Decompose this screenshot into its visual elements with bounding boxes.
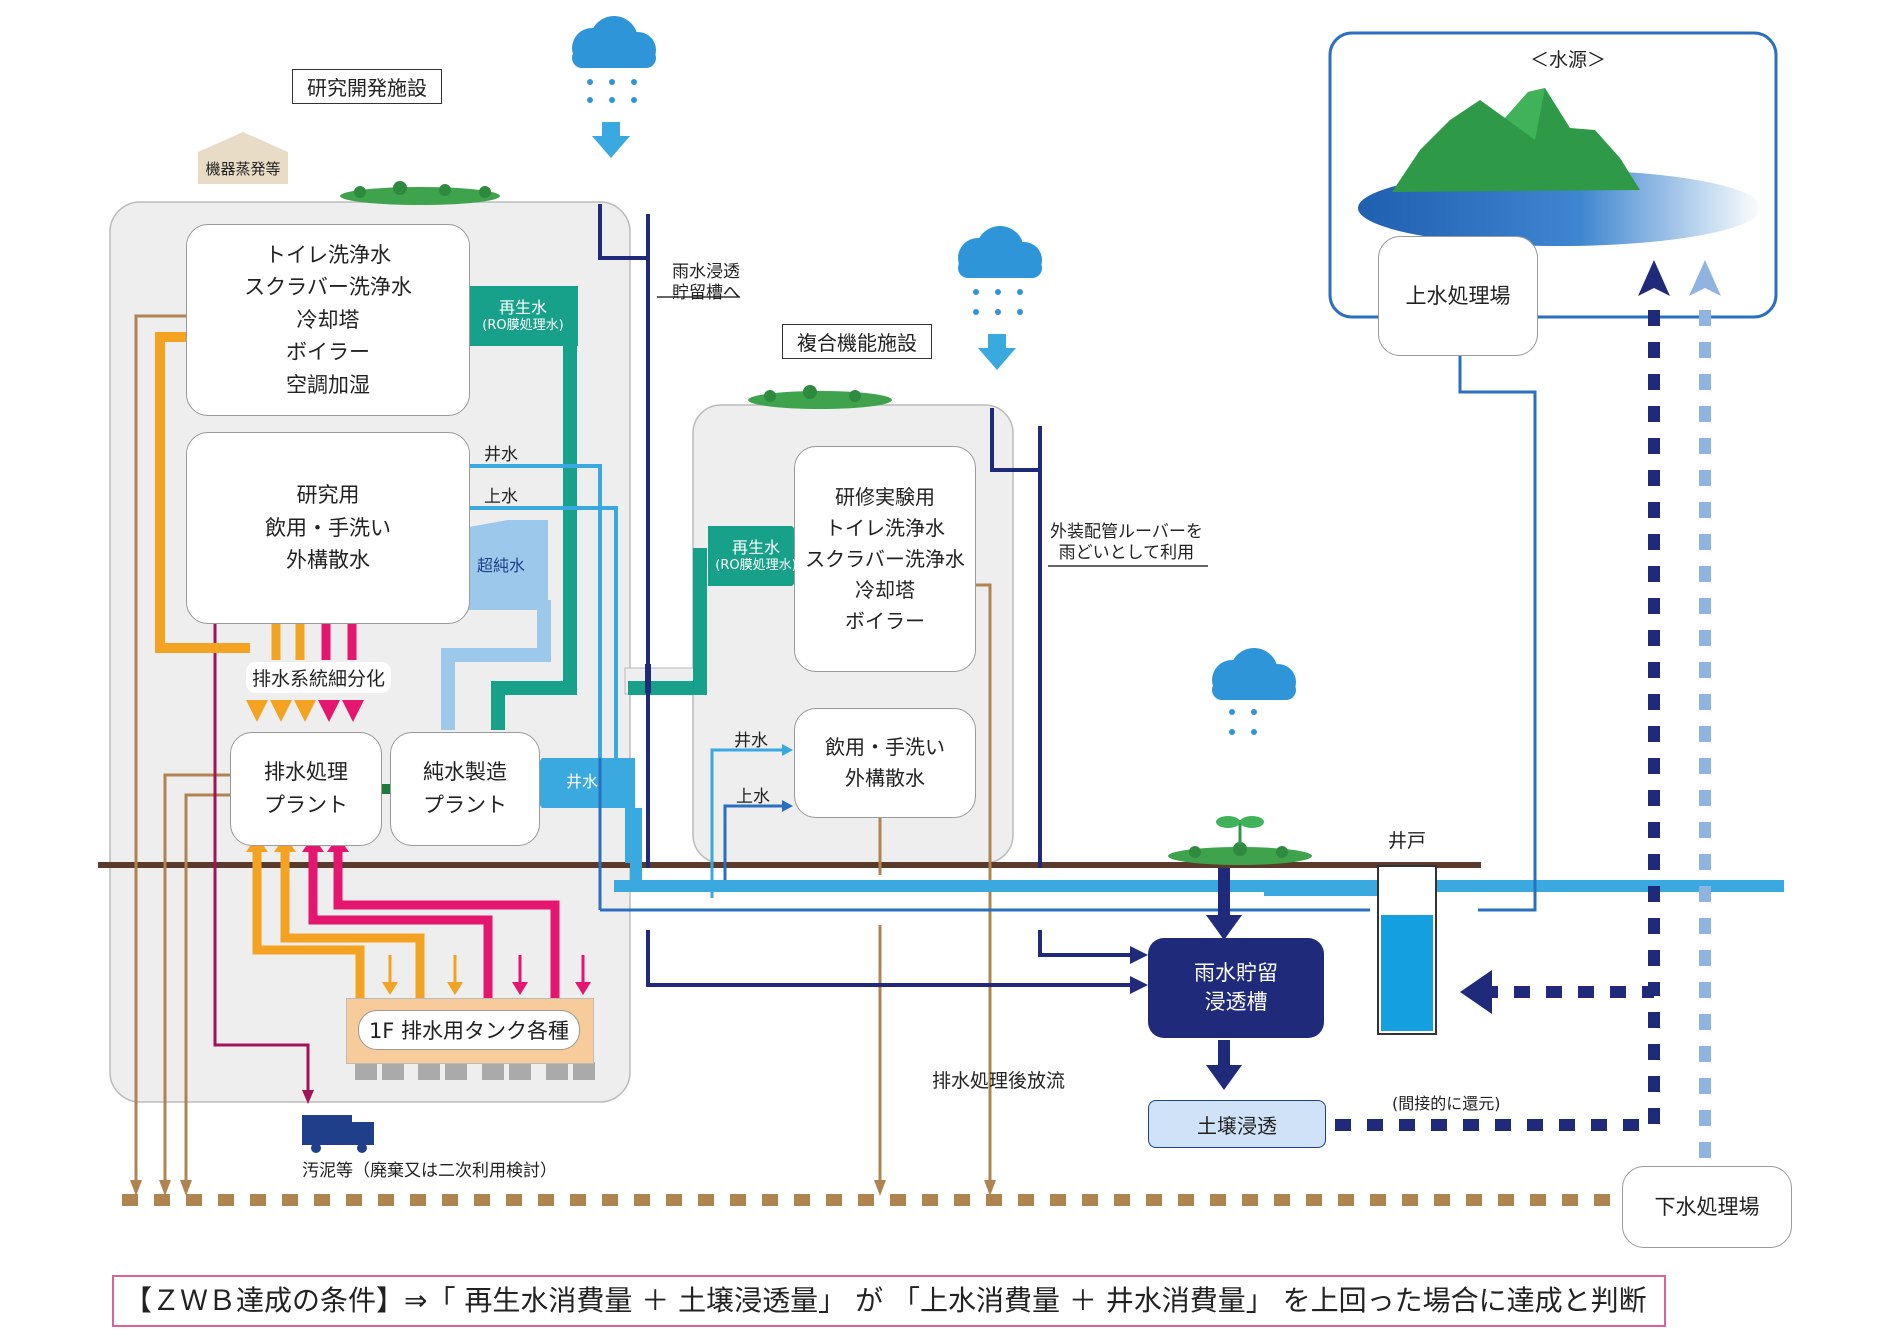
research-uses2-box: 研究用 飲用・手洗い 外構散水 xyxy=(186,432,470,624)
complex-tap-label: 上水 xyxy=(736,787,770,807)
water-treatment-plant: 上水処理場 xyxy=(1378,236,1538,356)
wastewater-plant: 排水処理 プラント xyxy=(230,732,382,846)
well-water-tag: 井水 xyxy=(565,772,598,791)
discharge-label: 排水処理後放流 xyxy=(932,1070,1066,1092)
research-facility-label: 研究開発施設 xyxy=(292,69,442,104)
well-label: 井戸 xyxy=(1388,830,1427,852)
drain-tanks-label: 1F 排水用タンク各種 xyxy=(358,1010,580,1050)
sludge-label: 汚泥等（廃棄又は二次利用検討） xyxy=(302,1161,557,1181)
evaporation-label: 機器蒸発等 xyxy=(198,152,288,184)
indirect-return-label: (間接的に還元) xyxy=(1392,1094,1501,1113)
well-water-label: 井水 xyxy=(484,445,518,465)
complex-facility-label: 複合機能施設 xyxy=(782,324,932,359)
tap-water-label: 上水 xyxy=(484,487,518,507)
louver-note: 外装配管ルーバーを 雨どいとして利用 xyxy=(1050,522,1203,564)
complex-uses2-box: 飲用・手洗い 外構散水 xyxy=(794,708,976,818)
zwb-condition-banner: 【ＺＷＢ達成の条件】⇒「 再生水消費量 ＋ 土壌浸透量」 が 「上水消費量 ＋ … xyxy=(112,1275,1666,1327)
truck-icon xyxy=(302,1115,352,1145)
complex-uses-box: 研修実験用 トイレ洗浄水 スクラバー洗浄水 冷却塔 ボイラー xyxy=(794,446,976,672)
rain-storage-tank: 雨水貯留 浸透槽 xyxy=(1148,938,1324,1038)
complex-recycled-tag: 再生水(RO膜処理水) xyxy=(715,537,797,573)
water-source-label: ＜水源＞ xyxy=(1530,49,1607,71)
drain-segmentation-label: 排水系統細分化 xyxy=(246,662,392,693)
recycled-water-tag: 再生水(RO膜処理水) xyxy=(482,297,564,333)
ground-line xyxy=(98,862,1481,868)
mountain xyxy=(1392,88,1640,192)
rain-tank-note: 雨水浸透 貯留槽へ xyxy=(672,262,740,304)
well-water xyxy=(1381,915,1433,1031)
complex-well-label: 井水 xyxy=(734,731,768,751)
sewage-treatment-plant: 下水処理場 xyxy=(1622,1166,1792,1248)
return-arrow-well xyxy=(1460,970,1492,1014)
purewater-plant: 純水製造 プラント xyxy=(390,732,540,846)
research-uses-box: トイレ洗浄水 スクラバー洗浄水 冷却塔 ボイラー 空調加湿 xyxy=(186,224,470,416)
soil-infiltration: 土壌浸透 xyxy=(1148,1100,1326,1148)
ultrapure-tag: 超純水 xyxy=(476,556,525,575)
